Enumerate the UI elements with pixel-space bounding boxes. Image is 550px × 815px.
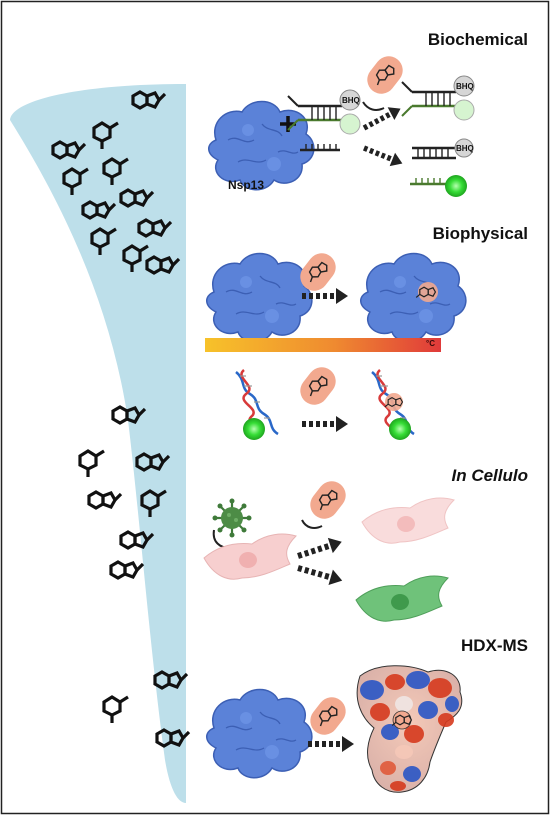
dna-helix-bound	[370, 368, 416, 438]
protected-cell	[361, 497, 455, 544]
section-title-in-cellulo: In Cellulo	[451, 466, 529, 485]
fluorescence-signal	[445, 175, 467, 197]
inhibitor-capsule-3	[295, 362, 342, 411]
curved-arrow	[362, 101, 385, 111]
biochemical-panel	[207, 51, 475, 197]
temperature-gradient-bar	[205, 338, 441, 352]
screening-funnel	[10, 84, 186, 803]
infected-cell	[203, 533, 297, 580]
dna-unwound	[412, 138, 474, 160]
hdx-surface-model	[356, 665, 463, 793]
nsp13-protein-bound	[359, 252, 467, 343]
quencher-label-3: BHQ	[456, 144, 474, 153]
nsp13-protein-free	[205, 252, 313, 343]
infected-green-cell	[355, 575, 449, 622]
dotted-arrow-5	[296, 560, 345, 588]
section-title-biochemical: Biochemical	[427, 30, 528, 49]
dotted-arrow-6	[308, 736, 354, 752]
inhibitor-capsule-4	[305, 476, 352, 525]
temperature-unit-label: °C	[426, 339, 435, 348]
dotted-arrow-3	[302, 416, 348, 432]
helix-fluorescence-1	[243, 418, 265, 440]
quencher-label-2: BHQ	[456, 82, 474, 91]
hdx-ms-panel	[205, 665, 463, 793]
helix-fluorescence-2	[389, 418, 411, 440]
released-fluorescent-strand	[410, 175, 467, 197]
curved-arrow-2	[301, 519, 323, 529]
quencher-label-1: BHQ	[342, 96, 360, 105]
nsp13-protein	[207, 100, 315, 191]
dotted-arrow-down	[361, 141, 405, 170]
section-title-hdx-ms: HDX-MS	[460, 636, 528, 655]
biophysical-panel	[205, 248, 467, 440]
dna-single-strand	[300, 144, 340, 152]
inhibitor-capsule	[362, 51, 409, 100]
section-title-biophysical: Biophysical	[432, 224, 528, 243]
in-cellulo-panel	[203, 476, 455, 622]
dna-substrate-quenched	[287, 89, 361, 135]
dotted-arrow-4	[296, 534, 345, 563]
protein-label: Nsp13	[228, 178, 265, 192]
nsp13-protein-hdx	[205, 688, 313, 779]
dna-intact-quenched	[401, 75, 475, 121]
virus-icon	[212, 498, 252, 538]
